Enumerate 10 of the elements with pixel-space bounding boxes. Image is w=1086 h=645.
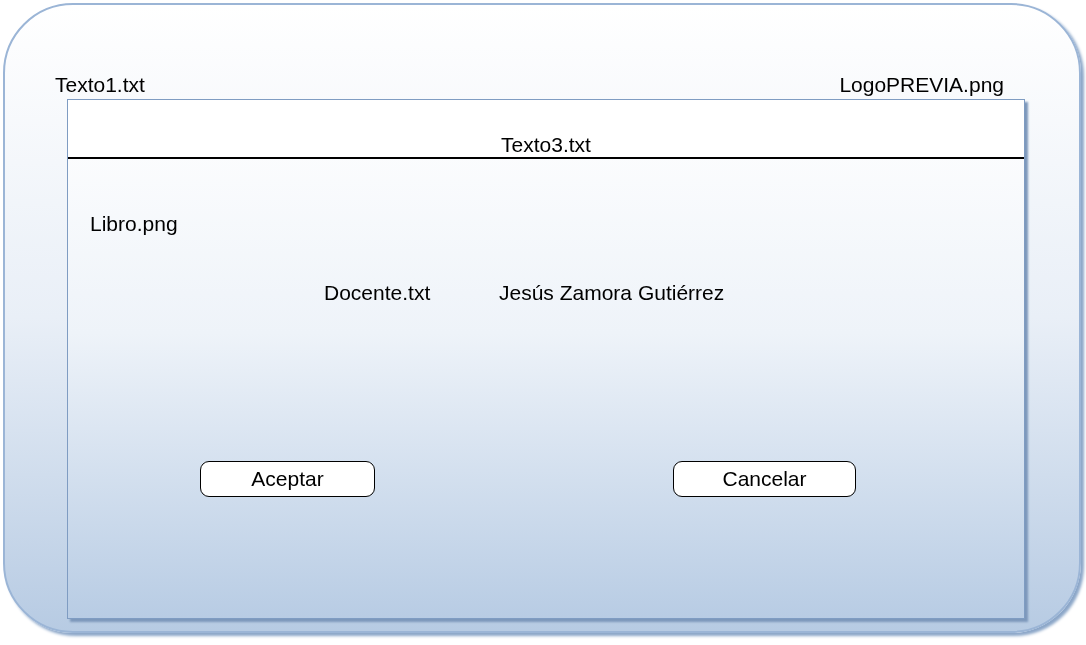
button: Aceptar (200, 461, 375, 497)
screen-panel (3, 3, 1081, 633)
dialog-window (67, 99, 1025, 619)
name-text: Jesús Zamora Gutiérrez (499, 281, 725, 305)
header-bar: Texto3.txt (68, 100, 1024, 159)
file-label: LogoPREVIA.png (839, 73, 1004, 97)
file-label: Docente.txt (324, 281, 431, 305)
image-filename-label: Libro.png (90, 212, 178, 236)
button: Cancelar (673, 461, 856, 497)
file-label: Texto1.txt (55, 73, 145, 97)
